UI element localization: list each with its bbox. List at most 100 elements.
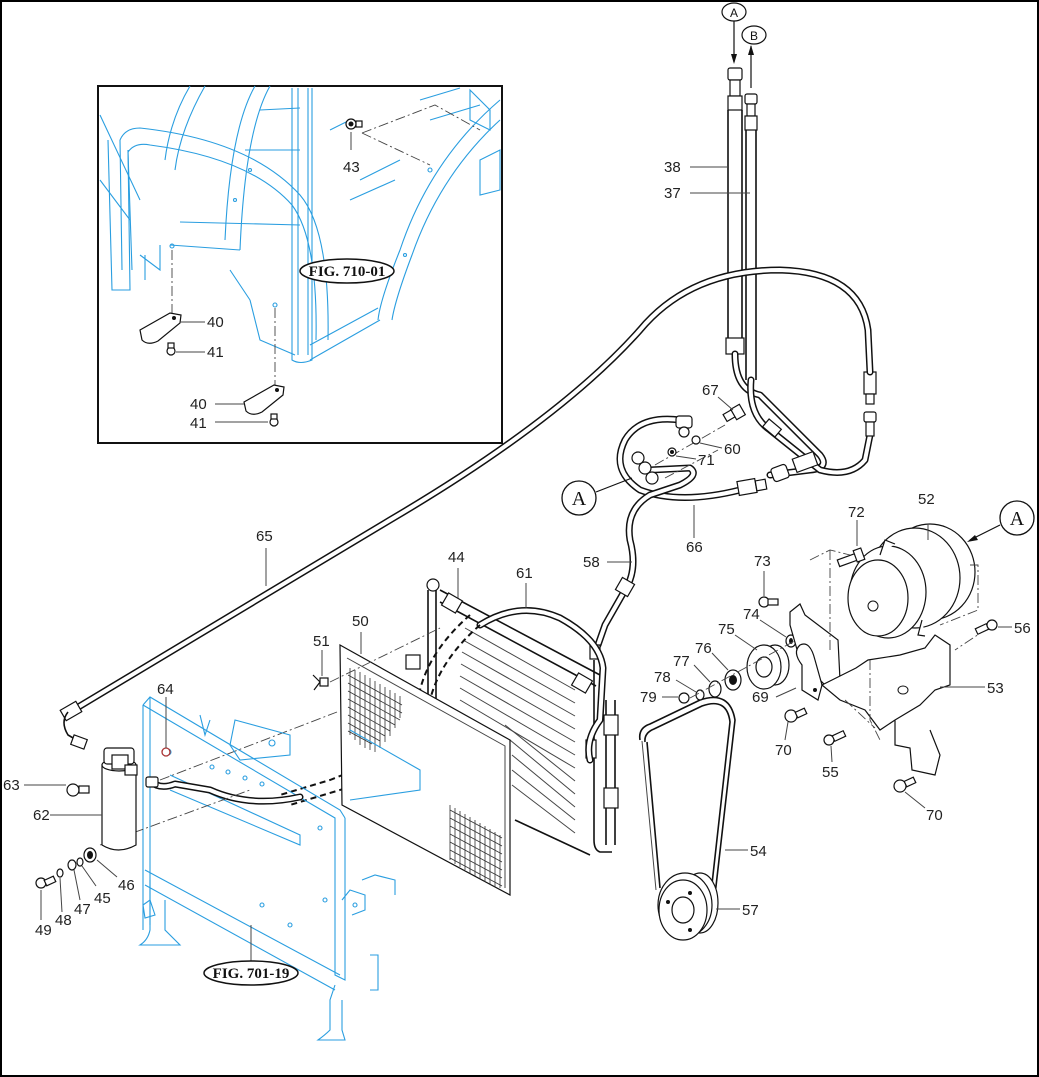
marker-b-top-text: B (750, 29, 758, 43)
part-50-grille[interactable] (339, 643, 511, 897)
hose-65[interactable] (59, 700, 89, 750)
part-40-bracket-upper[interactable] (139, 312, 182, 344)
label-40-upper: 40 (207, 314, 224, 331)
marker-a-top[interactable]: A (721, 2, 747, 22)
label-51: 51 (313, 633, 330, 650)
label-79: 79 (640, 689, 657, 706)
label-64: 64 (157, 681, 174, 698)
fig-710-01-ref[interactable]: FIG. 710-01 (299, 258, 395, 284)
label-58: 58 (583, 554, 600, 571)
label-61: 61 (516, 565, 533, 582)
part-70-bolt-lower[interactable] (893, 776, 917, 793)
fig-701-19-text: FIG. 701-19 (213, 966, 290, 982)
label-43: 43 (343, 159, 360, 176)
fig-710-01-text: FIG. 710-01 (309, 264, 386, 280)
part-69-clamp[interactable] (795, 643, 823, 701)
inset-panel: 43 FIG. 710-01 40 41 40 41 (97, 85, 503, 444)
part-57-pulley[interactable] (657, 872, 719, 941)
label-56: 56 (1014, 620, 1031, 637)
part-40-bracket-lower[interactable] (243, 384, 285, 415)
part-72-stud[interactable] (836, 547, 866, 568)
label-71: 71 (698, 452, 715, 469)
grille-mesh-upper (347, 668, 403, 752)
part-46-cap[interactable] (83, 847, 97, 863)
part-70-bolt-upper[interactable] (784, 707, 808, 723)
marker-a-hose-text: A (572, 488, 587, 510)
label-78: 78 (654, 669, 671, 686)
marker-a-hose[interactable]: A (561, 480, 597, 516)
marker-a-top-text: A (730, 6, 738, 20)
label-45: 45 (94, 890, 111, 907)
part-56-bolt[interactable] (974, 619, 998, 636)
label-44: 44 (448, 549, 465, 566)
fig-701-19-ref[interactable]: FIG. 701-19 (203, 960, 299, 986)
label-54: 54 (750, 843, 767, 860)
part-41-bolt-upper[interactable] (166, 342, 176, 356)
label-75: 75 (718, 621, 735, 638)
hose-38[interactable] (725, 67, 745, 355)
part-43-grommet[interactable] (345, 118, 363, 130)
part-48-washer[interactable] (56, 868, 64, 878)
condenser-fins (459, 627, 576, 834)
part-60-washer[interactable] (691, 435, 701, 445)
label-66: 66 (686, 539, 703, 556)
part-64-nut[interactable] (161, 747, 171, 757)
label-49: 49 (35, 922, 52, 939)
label-70-lower: 70 (926, 807, 943, 824)
part-67-bolt[interactable] (722, 403, 747, 423)
cab-frame-reference (99, 85, 501, 364)
part-75-idler-pulley[interactable] (746, 644, 790, 690)
label-74: 74 (743, 606, 760, 623)
label-40-lower: 40 (190, 396, 207, 413)
label-70-upper: 70 (775, 742, 792, 759)
label-73: 73 (754, 553, 771, 570)
label-55: 55 (822, 764, 839, 781)
part-62-receiver-drier[interactable] (101, 747, 138, 851)
hose-66-fittings[interactable] (614, 415, 768, 598)
marker-a-compressor[interactable]: A (999, 500, 1035, 536)
part-47-oring[interactable] (67, 859, 77, 871)
inset-border (97, 85, 503, 444)
part-45-oring[interactable] (76, 857, 84, 867)
grille-mesh-lower (449, 805, 503, 888)
hose-fittings (761, 371, 877, 483)
part-77-snapring[interactable] (708, 680, 722, 698)
label-65: 65 (256, 528, 273, 545)
part-79-nut[interactable] (678, 692, 690, 704)
part-71-oring[interactable] (667, 447, 677, 457)
label-67: 67 (702, 382, 719, 399)
part-73-bolt[interactable] (758, 596, 779, 608)
part-76-bearing[interactable] (724, 669, 742, 691)
part-54-belt[interactable] (638, 696, 736, 896)
label-48: 48 (55, 912, 72, 929)
label-52: 52 (918, 491, 935, 508)
label-72: 72 (848, 504, 865, 521)
part-63-bolt[interactable] (66, 783, 90, 797)
label-50: 50 (352, 613, 369, 630)
label-53: 53 (987, 680, 1004, 697)
marker-a-compressor-text: A (1010, 508, 1025, 530)
part-49-bolt[interactable] (35, 875, 57, 889)
label-76: 76 (695, 640, 712, 657)
part-52-compressor[interactable] (847, 523, 976, 639)
part-53-compressor-bracket[interactable] (820, 634, 951, 776)
label-60: 60 (724, 441, 741, 458)
label-77: 77 (673, 653, 690, 670)
label-46: 46 (118, 877, 135, 894)
label-41-upper: 41 (207, 344, 224, 361)
marker-b-top[interactable]: B (741, 25, 767, 45)
label-57: 57 (742, 902, 759, 919)
hose-37[interactable] (744, 93, 758, 380)
part-41-bolt-lower[interactable] (269, 413, 279, 427)
label-47: 47 (74, 901, 91, 918)
label-63: 63 (3, 777, 20, 794)
label-41-lower: 41 (190, 415, 207, 432)
label-69: 69 (752, 689, 769, 706)
part-55-bolt[interactable] (823, 729, 847, 746)
label-62: 62 (33, 807, 50, 824)
label-38: 38 (664, 159, 681, 176)
label-37: 37 (664, 185, 681, 202)
part-51-wingnut[interactable] (312, 674, 329, 691)
